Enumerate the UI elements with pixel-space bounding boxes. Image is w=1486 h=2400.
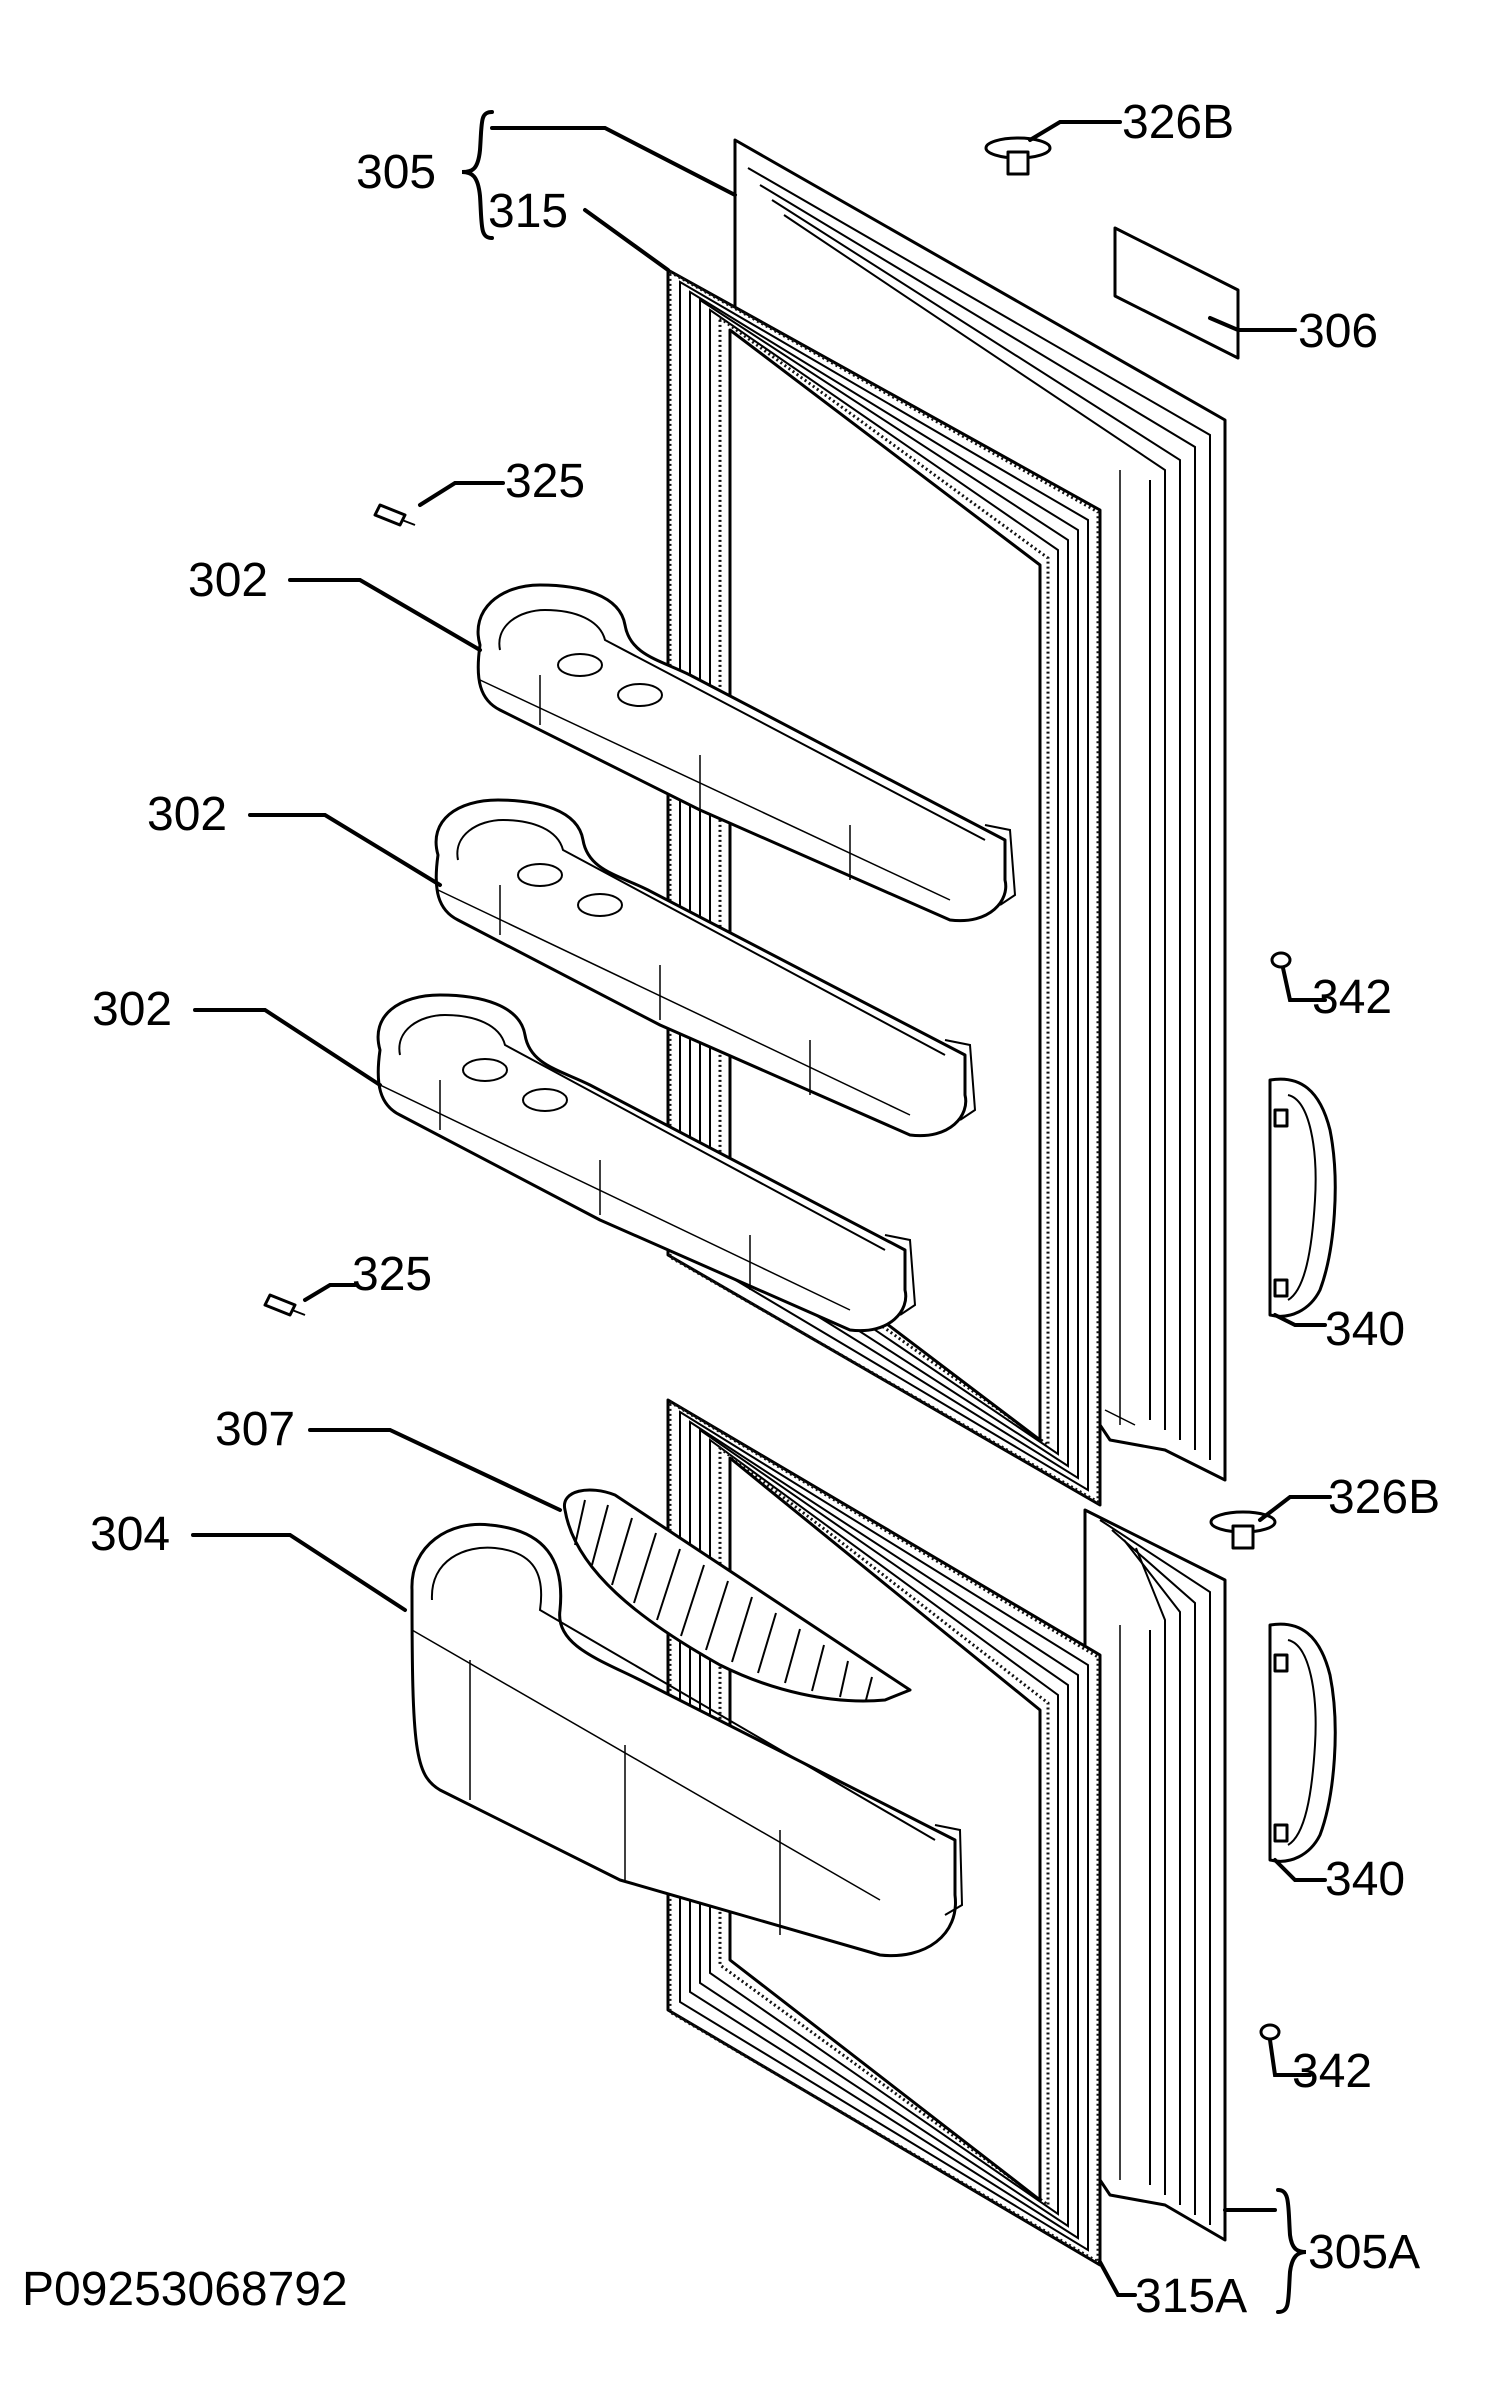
- door-shelf-302-c: [376, 993, 917, 1333]
- screw-325-bottom: [263, 1293, 306, 1317]
- callout-305A: 305A: [1308, 2226, 1420, 2279]
- callout-302-b: 302: [147, 788, 227, 841]
- door-shelf-302-b: [434, 798, 977, 1138]
- handle-340-top: [1268, 1077, 1337, 1318]
- dairy-cover-307: [563, 1488, 912, 1703]
- callout-326B-bottom: 326B: [1328, 1471, 1440, 1524]
- callout-340-bottom: 340: [1325, 1853, 1405, 1906]
- handle-340-bottom: [1268, 1622, 1337, 1863]
- plug-326B-top: [984, 136, 1052, 176]
- door-shelf-302-a: [476, 583, 1017, 923]
- leader-lines: [191, 120, 1332, 2297]
- bottle-shelf-304: [410, 1522, 964, 1958]
- callout-302-c: 302: [92, 983, 172, 1036]
- callout-325-bottom: 325: [352, 1248, 432, 1301]
- callout-342-bottom: 342: [1292, 2045, 1372, 2098]
- callout-326B-top: 326B: [1122, 96, 1234, 149]
- callout-302-a: 302: [188, 554, 268, 607]
- callout-304: 304: [90, 1508, 170, 1561]
- cap-342-top: [1270, 951, 1292, 969]
- callout-labels: 305 315 326B 306 325 302 302 302 342 325…: [90, 96, 1440, 2323]
- cap-342-bottom: [1259, 2023, 1281, 2041]
- callout-307: 307: [215, 1403, 295, 1456]
- reference-code: P09253068792: [22, 2263, 348, 2316]
- plug-326B-bottom: [1209, 1510, 1277, 1550]
- callout-315: 315: [488, 185, 568, 238]
- callout-325-top: 325: [505, 455, 585, 508]
- callout-305: 305: [356, 146, 436, 199]
- callout-306: 306: [1298, 305, 1378, 358]
- callout-340-top: 340: [1325, 1303, 1405, 1356]
- lower-door-panel: [1083, 1508, 1227, 2242]
- screw-325-top: [373, 503, 416, 527]
- callout-315A: 315A: [1135, 2270, 1247, 2323]
- callout-342-top: 342: [1312, 971, 1392, 1024]
- brace-305A: [1276, 2188, 1307, 2314]
- brace-305: [461, 110, 494, 240]
- label-306: [1113, 226, 1240, 360]
